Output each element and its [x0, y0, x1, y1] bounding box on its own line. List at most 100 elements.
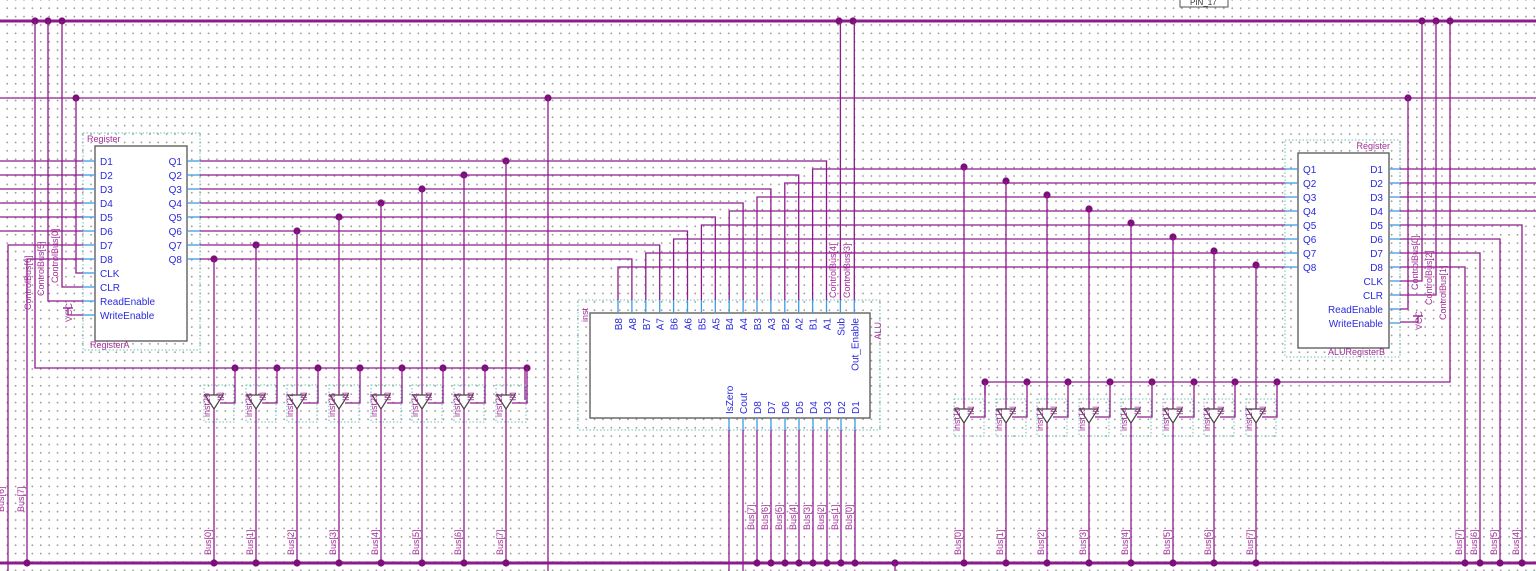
- net-label: Register: [87, 134, 121, 144]
- wire[interactable]: [67, 308, 83, 316]
- pin-label: IsZero: [725, 385, 736, 414]
- wire[interactable]: [200, 188, 772, 300]
- net-label: Bus[2]: [816, 504, 826, 530]
- net-label: Bus[0]: [953, 529, 963, 555]
- pin-label: D3: [823, 401, 834, 414]
- wire[interactable]: [345, 368, 361, 404]
- tristate-buffer-icon[interactable]: [370, 394, 392, 411]
- wire[interactable]: [61, 21, 83, 288]
- net-label: inst: [580, 307, 590, 322]
- wire[interactable]: [1137, 382, 1153, 418]
- wire[interactable]: [387, 368, 403, 404]
- tristate-buffer-icon[interactable]: [1245, 408, 1267, 425]
- tristate-buffer-icon[interactable]: [1203, 408, 1225, 425]
- wire[interactable]: [1262, 382, 1278, 418]
- pin-label: A2: [795, 318, 806, 331]
- wire[interactable]: [1400, 21, 1423, 282]
- tristate-buffer-icon[interactable]: [411, 394, 433, 411]
- wire[interactable]: [1400, 224, 1523, 563]
- buffer-frame: [411, 384, 443, 423]
- net-label: IN: [216, 392, 226, 401]
- wire[interactable]: [1400, 316, 1419, 323]
- junction-dot: [293, 559, 301, 567]
- wire[interactable]: [1400, 238, 1501, 563]
- net-label: Bus[1]: [830, 504, 840, 530]
- wire[interactable]: [1095, 382, 1111, 418]
- wire[interactable]: [1400, 252, 1481, 563]
- wire[interactable]: [26, 258, 83, 563]
- pin-label: D6: [781, 401, 792, 414]
- junction-dot: [1169, 559, 1177, 567]
- tristate-buffer-icon[interactable]: [953, 408, 975, 425]
- net-label: Bus[2]: [1036, 529, 1046, 555]
- wire[interactable]: [970, 382, 986, 418]
- junction-dot: [809, 559, 817, 567]
- wire[interactable]: [75, 98, 83, 274]
- wire[interactable]: [1400, 21, 1437, 296]
- wire[interactable]: [512, 368, 528, 404]
- net-label: inst16: [1202, 407, 1212, 431]
- wire[interactable]: [7, 244, 83, 571]
- buffer-frame: [1036, 398, 1068, 437]
- wire[interactable]: [200, 174, 800, 300]
- junction-dot: [1127, 559, 1135, 567]
- pin-label: A6: [684, 318, 695, 331]
- junction-dot: [377, 559, 385, 567]
- tristate-buffer-icon[interactable]: [1162, 408, 1184, 425]
- wire[interactable]: [200, 160, 828, 300]
- net-label: inst29: [202, 393, 212, 417]
- net-label: Register: [1356, 141, 1390, 151]
- buffer-frame: [453, 384, 485, 423]
- wire[interactable]: [1400, 98, 1409, 310]
- input-pin-symbol[interactable]: [1179, 0, 1229, 8]
- wire[interactable]: [756, 196, 1285, 300]
- wire[interactable]: [645, 252, 1285, 300]
- tristate-buffer-icon[interactable]: [1036, 408, 1058, 425]
- wire[interactable]: [428, 368, 444, 404]
- wire[interactable]: [672, 238, 1285, 300]
- wire[interactable]: [1179, 382, 1195, 418]
- wire[interactable]: [728, 210, 1285, 300]
- wire[interactable]: [262, 368, 278, 404]
- wire[interactable]: [47, 21, 83, 302]
- tristate-buffer-icon[interactable]: [1120, 408, 1142, 425]
- junction-dot: [1252, 559, 1260, 567]
- wire[interactable]: [1220, 382, 1236, 418]
- wire[interactable]: [220, 368, 236, 404]
- wire[interactable]: [784, 182, 1285, 300]
- pin-label: A5: [711, 318, 722, 331]
- tristate-buffer-icon[interactable]: [453, 394, 475, 411]
- pin-label: B4: [725, 318, 736, 331]
- tristate-buffer-icon[interactable]: [245, 394, 267, 411]
- wire[interactable]: [700, 224, 1285, 300]
- junction-dot: [1496, 559, 1504, 567]
- buffer-frame: [286, 384, 318, 423]
- wire[interactable]: [200, 258, 633, 300]
- tristate-buffer-icon[interactable]: [995, 408, 1017, 425]
- wire[interactable]: [1012, 382, 1028, 418]
- wire[interactable]: [200, 230, 689, 300]
- tristate-buffer-icon[interactable]: [286, 394, 308, 411]
- tristate-buffer-icon[interactable]: [1078, 408, 1100, 425]
- wire[interactable]: [811, 168, 1285, 300]
- alu-block[interactable]: [589, 312, 871, 419]
- wire[interactable]: [1053, 382, 1069, 418]
- pin-label: D5: [1370, 221, 1383, 232]
- tristate-buffer-icon[interactable]: [328, 394, 350, 411]
- tristate-buffer-icon[interactable]: [495, 394, 517, 411]
- register-b-block[interactable]: [1297, 152, 1390, 349]
- pin-label: D8: [753, 401, 764, 414]
- wire[interactable]: [200, 216, 716, 300]
- wire[interactable]: [617, 266, 1285, 300]
- junction-dot: [1043, 559, 1051, 567]
- wire[interactable]: [303, 368, 319, 404]
- net-label: IN: [258, 392, 268, 401]
- tristate-buffer-icon[interactable]: [203, 394, 225, 411]
- register-a-block[interactable]: [94, 145, 188, 342]
- buffer-frame: [1120, 398, 1152, 437]
- wire[interactable]: [1400, 266, 1466, 563]
- wire[interactable]: [470, 368, 486, 404]
- net-label: inst23: [452, 393, 462, 417]
- wire[interactable]: [200, 244, 661, 300]
